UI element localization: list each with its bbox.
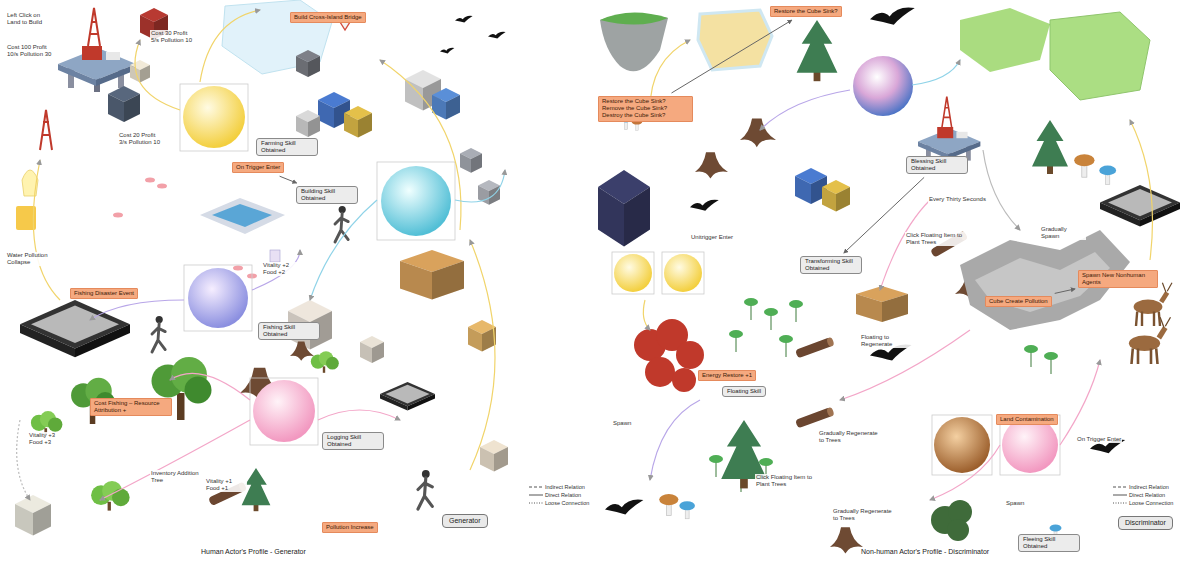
event-tag: Spawn New Nonhuman Agents bbox=[1078, 270, 1158, 288]
legend: Indirect RelationDirect RelationLoose Co… bbox=[528, 482, 590, 508]
skill-box: Farming Skill Obtained bbox=[256, 138, 318, 156]
legend-row: Indirect Relation bbox=[529, 483, 589, 491]
event-tag: Cube Create Pollution bbox=[985, 296, 1052, 307]
legend: Indirect RelationDirect RelationLoose Co… bbox=[1112, 482, 1174, 508]
skill-box: Transforming Skill Obtained bbox=[800, 256, 862, 274]
legend-row: Direct Relation bbox=[1113, 491, 1173, 499]
node-text: Blessing Skill Obtained bbox=[911, 158, 963, 172]
annotation: Gradually Spawn bbox=[1040, 226, 1086, 240]
legend-sample bbox=[529, 485, 543, 489]
skill-box: Fishing Skill Obtained bbox=[258, 322, 320, 340]
legend-sample bbox=[529, 501, 543, 505]
annotation: Vitality +3 Food +3 bbox=[28, 432, 70, 446]
event-tag: Restore the Cube Sink? bbox=[770, 6, 842, 17]
relation-arrow bbox=[280, 176, 297, 183]
annotation: Floating to Regenerate bbox=[860, 334, 914, 348]
skill-box: Blessing Skill Obtained bbox=[906, 156, 968, 174]
legend-text: Loose Connection bbox=[1129, 500, 1173, 506]
annotation: Left Click on Land to Build bbox=[6, 12, 56, 26]
annotation: Spawn bbox=[612, 420, 632, 427]
annotation: On Trigger Enter bbox=[1076, 436, 1122, 443]
annotation: Every Thirty Seconds bbox=[928, 196, 987, 203]
node-text: Fishing Skill Obtained bbox=[263, 324, 315, 338]
node-text: Restore the Cube Sink? Remove the Cube S… bbox=[602, 98, 689, 120]
annotation: Water Pollution Collapse bbox=[6, 252, 54, 266]
annotation: Spawn bbox=[1005, 500, 1025, 507]
node-text: Pollution Increase bbox=[326, 524, 374, 531]
node-text: Farming Skill Obtained bbox=[261, 140, 313, 154]
event-tag: Land Contamination bbox=[996, 414, 1058, 425]
node-text: Energy Restore +1 bbox=[702, 372, 752, 379]
node-text: Logging Skill Obtained bbox=[327, 434, 379, 448]
node-text: Building Skill Obtained bbox=[301, 188, 353, 202]
annotation: Inventory Addition Tree bbox=[150, 470, 202, 484]
event-tag: Fishing Disaster Event bbox=[70, 288, 138, 299]
event-tag: Cost Fishing – Resource Attribution + bbox=[90, 398, 172, 416]
skill-box: Logging Skill Obtained bbox=[322, 432, 384, 450]
skill-box: Building Skill Obtained bbox=[296, 186, 358, 204]
event-tag: On Trigger Enter bbox=[232, 162, 284, 173]
legend-text: Indirect Relation bbox=[1129, 484, 1169, 490]
legend-row: Direct Relation bbox=[529, 491, 589, 499]
node-text: Restore the Cube Sink? bbox=[774, 8, 838, 15]
annotation: Click Floating Item to Plant Trees bbox=[755, 474, 819, 488]
role-box: Generator bbox=[442, 514, 488, 528]
legend-sample bbox=[529, 493, 543, 497]
annotation: Cost 20 Profit 3/s Pollution 10 bbox=[118, 132, 166, 146]
legend-text: Direct Relation bbox=[1129, 492, 1165, 498]
annotation: Vitality +1 Food +1 bbox=[205, 478, 247, 492]
skill-box: Floating Skill bbox=[722, 386, 766, 397]
node-text: Fleeing Skill Obtained bbox=[1023, 536, 1075, 550]
node-text: Land Contamination bbox=[1000, 416, 1054, 423]
legend-row: Loose Connection bbox=[1113, 499, 1173, 507]
node-text: Spawn New Nonhuman Agents bbox=[1082, 272, 1154, 286]
node-text: Cube Create Pollution bbox=[989, 298, 1048, 305]
event-tag: Pollution Increase bbox=[322, 522, 378, 533]
relation-arrow bbox=[1055, 289, 1075, 294]
annotation: Vitality +2 Food +2 bbox=[262, 262, 304, 276]
annotation: Click Floating Item to Plant Trees bbox=[905, 232, 969, 246]
annotation: Unitrigger Enter bbox=[690, 234, 734, 241]
skill-box: Fleeing Skill Obtained bbox=[1018, 534, 1080, 552]
event-tag: Energy Restore +1 bbox=[698, 370, 756, 381]
panel-title: Non-human Actor's Profile - Discriminato… bbox=[860, 548, 990, 556]
legend-sample bbox=[1113, 485, 1127, 489]
annotation: Gradually Regenerate to Trees bbox=[818, 430, 882, 444]
role-box: Discriminator bbox=[1118, 516, 1173, 530]
event-tag: Build Cross-Island Bridge bbox=[290, 12, 366, 23]
node-text: Cost Fishing – Resource Attribution + bbox=[94, 400, 168, 414]
node-text: Generator bbox=[449, 517, 481, 525]
node-text: Floating Skill bbox=[727, 388, 761, 395]
legend-sample bbox=[1113, 493, 1127, 497]
legend-sample bbox=[1113, 501, 1127, 505]
legend-text: Loose Connection bbox=[545, 500, 589, 506]
relation-arrow bbox=[672, 20, 792, 93]
node-text: Fishing Disaster Event bbox=[74, 290, 134, 297]
annotation: Gradually Regenerate to Trees bbox=[832, 508, 896, 522]
event-tag: Restore the Cube Sink? Remove the Cube S… bbox=[598, 96, 693, 122]
node-text: Build Cross-Island Bridge bbox=[294, 14, 362, 21]
annotation: Cost 30 Profit 5/s Pollution 10 bbox=[150, 30, 194, 44]
legend-text: Indirect Relation bbox=[545, 484, 585, 490]
panel-title: Human Actor's Profile - Generator bbox=[200, 548, 307, 556]
node-text: Discriminator bbox=[1125, 519, 1166, 527]
legend-text: Direct Relation bbox=[545, 492, 581, 498]
node-text: On Trigger Enter bbox=[236, 164, 280, 171]
legend-row: Loose Connection bbox=[529, 499, 589, 507]
annotation: Cost 100 Profit 10/s Pollution 30 bbox=[6, 44, 56, 58]
legend-row: Indirect Relation bbox=[1113, 483, 1173, 491]
node-text: Transforming Skill Obtained bbox=[805, 258, 857, 272]
